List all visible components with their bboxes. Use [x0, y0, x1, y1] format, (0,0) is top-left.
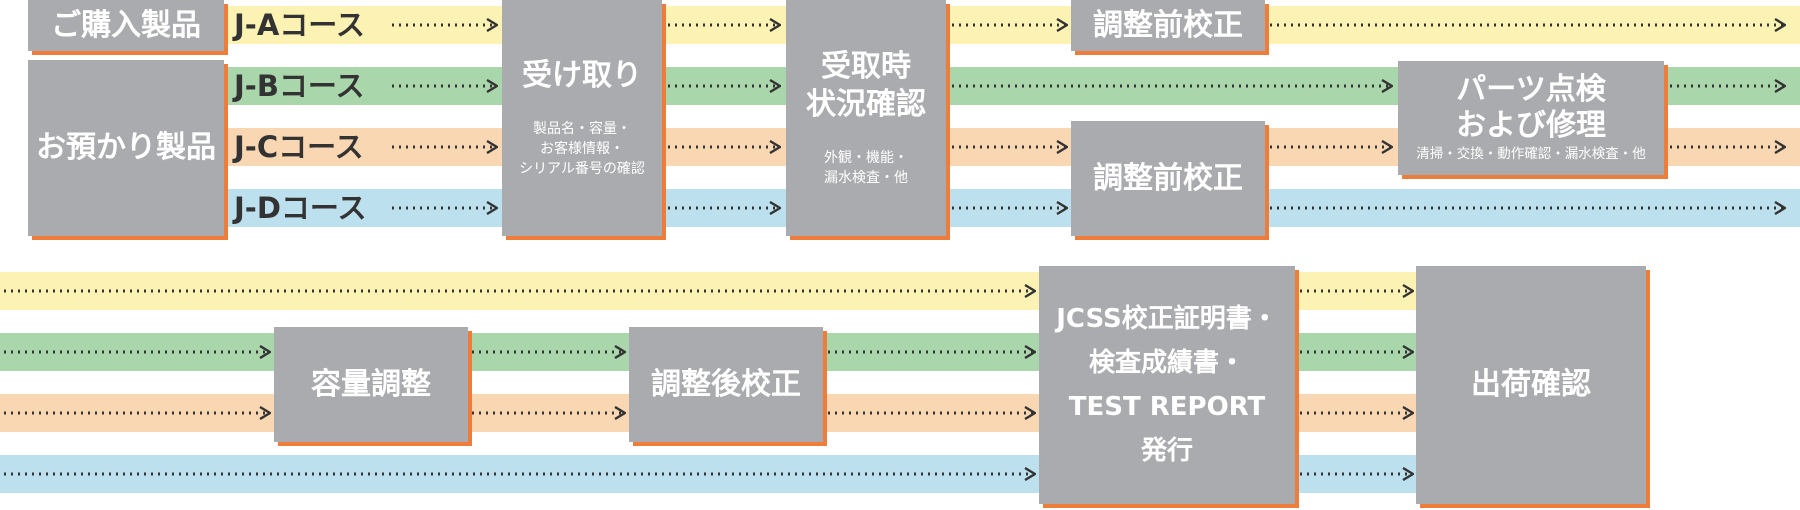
shipping-confirmation-label: 出荷確認 [1471, 367, 1591, 402]
purchased-products-box: ご購入製品 [28, 0, 224, 51]
receive-detail-line: 製品名・容量・ [533, 121, 631, 137]
certificate-issuance-title: JCSS校正証明書・ 検査成績書・ TEST REPORT 発行 [1056, 297, 1278, 473]
receive-detail-line: お客様情報・ [540, 141, 624, 157]
lane-d-band [200, 189, 1800, 227]
receipt-inspection-detail-line: 外観・機能・ [824, 150, 908, 166]
pre-adjustment-calibration-label: 調整前校正 [1093, 7, 1243, 43]
pre-adjustment-calibration-box-cd: 調整前校正 [1071, 121, 1265, 236]
receipt-inspection-title-line: 状況確認 [806, 87, 926, 122]
receive-detail: 製品名・容量・ お客様情報・ シリアル番号の確認 [519, 119, 645, 179]
receipt-inspection-title: 受取時 状況確認 [806, 48, 926, 124]
certificate-issuance-line: TEST REPORT [1068, 392, 1266, 422]
receipt-inspection-title-line: 受取時 [821, 49, 911, 84]
parts-inspection-repair-detail: 清掃・交換・動作確認・漏水検査・他 [1416, 146, 1646, 162]
course-label-b: J-Bコース [234, 69, 365, 103]
capacity-adjustment-label: 容量調整 [311, 366, 431, 402]
deposited-products-label: お預かり製品 [36, 130, 216, 165]
certificate-issuance-line: 検査成績書・ [1088, 348, 1245, 378]
post-adjustment-calibration-box: 調整後校正 [629, 327, 823, 442]
certificate-issuance-box: JCSS校正証明書・ 検査成績書・ TEST REPORT 発行 [1039, 266, 1295, 504]
parts-inspection-repair-title: パーツ点検 および修理 [1456, 72, 1606, 144]
capacity-adjustment-box: 容量調整 [274, 327, 468, 442]
parts-inspection-repair-title-line: および修理 [1456, 108, 1606, 143]
lane-a-band [200, 6, 1800, 44]
course-label-d: J-Dコース [234, 191, 367, 225]
certificate-issuance-line: JCSS校正証明書・ [1056, 304, 1278, 334]
pre-adjustment-calibration-box-a: 調整前校正 [1071, 0, 1265, 51]
deposited-products-box: お預かり製品 [28, 60, 224, 236]
shipping-confirmation-box: 出荷確認 [1416, 266, 1646, 504]
course-label-c: J-Cコース [234, 130, 364, 164]
receipt-inspection-detail: 外観・機能・ 漏水検査・他 [824, 148, 908, 188]
receipt-inspection-detail-line: 漏水検査・他 [824, 170, 908, 186]
course-label-a: J-Aコース [234, 8, 365, 42]
parts-inspection-repair-box: パーツ点検 および修理 清掃・交換・動作確認・漏水検査・他 [1398, 61, 1664, 175]
post-adjustment-calibration-label: 調整後校正 [651, 366, 801, 402]
receive-detail-line: シリアル番号の確認 [519, 161, 645, 177]
parts-inspection-repair-title-line: パーツ点検 [1456, 72, 1606, 107]
receive-title: 受け取り [522, 58, 642, 93]
pre-adjustment-calibration-label: 調整前校正 [1093, 160, 1243, 196]
certificate-issuance-line: 発行 [1140, 436, 1193, 466]
receipt-inspection-box: 受取時 状況確認 外観・機能・ 漏水検査・他 [786, 0, 946, 236]
purchased-products-label: ご購入製品 [51, 7, 201, 43]
receive-box: 受け取り 製品名・容量・ お客様情報・ シリアル番号の確認 [502, 0, 662, 236]
